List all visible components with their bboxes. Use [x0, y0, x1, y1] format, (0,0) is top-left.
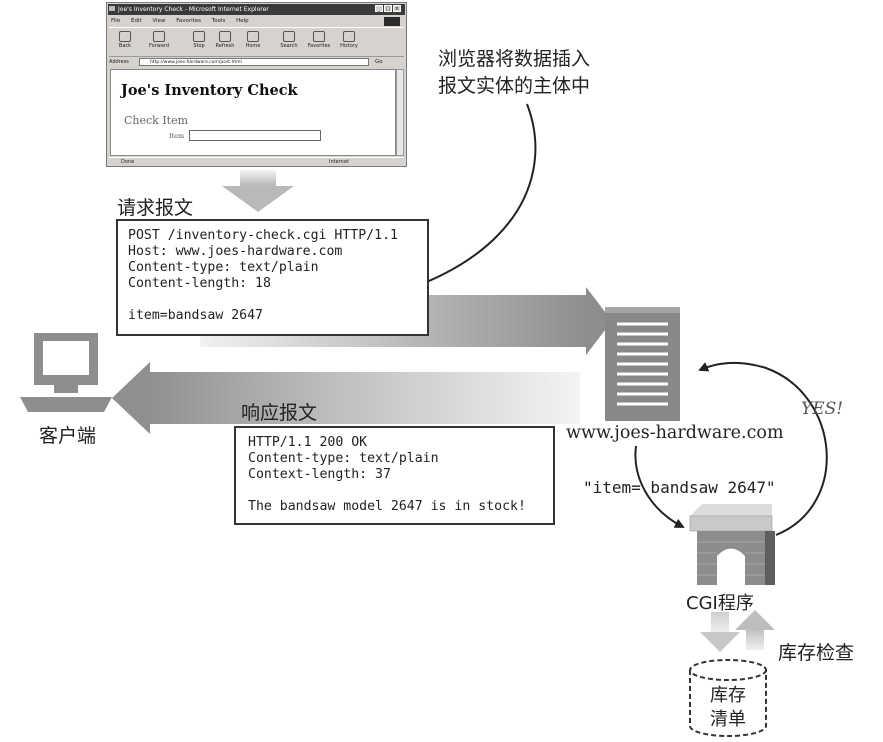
back-arrow-icon [119, 31, 131, 42]
history-icon [343, 31, 355, 42]
response-content-length-header: Context-length: 37 [248, 467, 391, 482]
request-content-type-header: Content-type: text/plain [128, 260, 319, 275]
response-body: The bandsaw model 2647 is in stock! [248, 499, 526, 514]
browser-insert-note-line1: 浏览器将数据插入 [438, 48, 591, 70]
request-line: POST /inventory-check.cgi HTTP/1.1 [128, 228, 398, 243]
inventory-list-line1: 库存 [710, 685, 746, 706]
search-button[interactable]: Search [277, 30, 301, 54]
refresh-button[interactable]: Refresh [213, 30, 237, 54]
status-bar: Done Internet [109, 157, 404, 167]
server-to-cgi-arrow [634, 445, 685, 528]
response-blank-line [248, 483, 553, 499]
home-button[interactable]: Home [241, 30, 265, 54]
search-icon [283, 31, 295, 42]
browser-title-bar: Joe's Inventory Check - Microsoft Intern… [108, 4, 405, 15]
minimize-button[interactable]: _ [375, 5, 383, 12]
response-message-box: HTTP/1.1 200 OK Content-type: text/plain… [234, 426, 555, 525]
inventory-database-icon [689, 659, 767, 737]
address-bar: Address http://www.joes-hardware.com/pos… [109, 57, 404, 67]
browser-window: Joe's Inventory Check - Microsoft Intern… [106, 2, 407, 167]
server-host-label: www.joes-hardware.com [566, 423, 784, 443]
browser-menu-bar: File Edit View Favorites Tools Help [111, 16, 401, 26]
client-computer-icon [20, 333, 112, 412]
stop-button[interactable]: Stop [187, 30, 211, 54]
menu-edit[interactable]: Edit [130, 18, 142, 24]
ie-logo-icon [384, 17, 400, 26]
cgi-yes-loop-arrow [698, 361, 828, 536]
close-button[interactable]: × [393, 5, 401, 12]
page-title: Joe's Inventory Check [121, 82, 298, 99]
go-button[interactable]: Go [375, 59, 383, 65]
home-icon [247, 31, 259, 42]
response-status-line: HTTP/1.1 200 OK [248, 435, 368, 450]
vertical-scrollbar[interactable] [396, 69, 404, 156]
menu-help[interactable]: Help [236, 18, 249, 24]
server-icon [605, 307, 680, 421]
item-field-label: Item [169, 132, 185, 140]
menu-view[interactable]: View [152, 18, 166, 24]
cgi-to-db-arrow [700, 612, 740, 652]
request-content-length-header: Content-length: 18 [128, 276, 271, 291]
cgi-gateway-icon [689, 504, 775, 585]
inventory-list-line2: 清单 [710, 709, 746, 730]
status-zone: Internet [329, 159, 349, 165]
favorites-button[interactable]: Favorites [307, 30, 331, 54]
address-label: Address [109, 59, 129, 65]
inventory-list-label: 库存 清单 [698, 684, 758, 732]
request-body: item=bandsaw 2647 [128, 308, 263, 323]
request-blank-line [128, 292, 427, 308]
browser-to-request-arrow [222, 170, 294, 212]
item-query-label: "item= bandsaw 2647" [583, 478, 776, 497]
maximize-button[interactable]: □ [384, 5, 392, 12]
client-label: 客户端 [39, 425, 97, 447]
browser-insert-note-line2: 报文实体的主体中 [438, 75, 591, 97]
forward-arrow-icon [153, 31, 165, 42]
response-flow-arrow [112, 362, 580, 434]
status-done: Done [121, 159, 135, 165]
page-subtitle: Check Item [124, 114, 189, 127]
yes-label: YES! [801, 399, 844, 419]
inventory-check-label: 库存检查 [778, 642, 855, 664]
db-to-cgi-arrow [735, 610, 775, 650]
refresh-icon [219, 31, 231, 42]
back-button[interactable]: Back [113, 30, 137, 54]
menu-favorites[interactable]: Favorites [176, 18, 202, 24]
menu-tools[interactable]: Tools [211, 18, 226, 24]
stop-icon [193, 31, 205, 42]
forward-button[interactable]: Forward [147, 30, 171, 54]
request-message-label: 请求报文 [117, 197, 194, 219]
menu-file[interactable]: File [111, 18, 121, 24]
cgi-program-label: CGI程序 [686, 593, 754, 614]
response-content-type-header: Content-type: text/plain [248, 451, 439, 466]
browser-app-icon [109, 6, 115, 11]
history-button[interactable]: History [337, 30, 361, 54]
request-host-header: Host: www.joes-hardware.com [128, 244, 343, 259]
browser-toolbar: Back Forward Stop Refresh Home Search Fa… [109, 27, 404, 57]
address-input[interactable]: http://www.joes-hardware.com/post.html [139, 58, 369, 66]
browser-viewport: Joe's Inventory Check Check Item Item [110, 69, 396, 156]
response-message-label: 响应报文 [241, 402, 318, 424]
browser-insert-note: 浏览器将数据插入 报文实体的主体中 [438, 46, 590, 100]
item-input[interactable] [189, 130, 321, 141]
request-message-box: POST /inventory-check.cgi HTTP/1.1 Host:… [116, 219, 429, 336]
favorites-icon [313, 31, 325, 42]
